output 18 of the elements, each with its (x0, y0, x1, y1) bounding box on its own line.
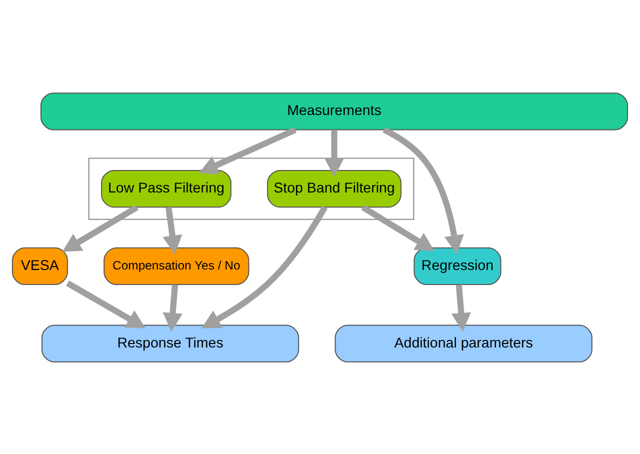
arrow (451, 284, 472, 332)
node-box: Measurements (40, 92, 628, 130)
node-box: Compensation Yes / No (104, 246, 250, 285)
arrow (162, 206, 182, 254)
arrow (201, 205, 328, 328)
node-box: Low Pass Filtering (101, 169, 232, 208)
arrow (62, 204, 138, 252)
node-box: Additional parameters (334, 324, 592, 362)
arrow (162, 284, 183, 332)
node-box: VESA (12, 246, 68, 285)
node-box: Stop Band Filtering (267, 169, 402, 208)
arrow (382, 126, 464, 254)
arrow (361, 204, 435, 251)
arrow (324, 129, 344, 176)
arrow (66, 280, 146, 328)
node-box: Response Times (41, 324, 300, 362)
arrow (198, 126, 297, 174)
node-box: Regression (414, 246, 502, 285)
